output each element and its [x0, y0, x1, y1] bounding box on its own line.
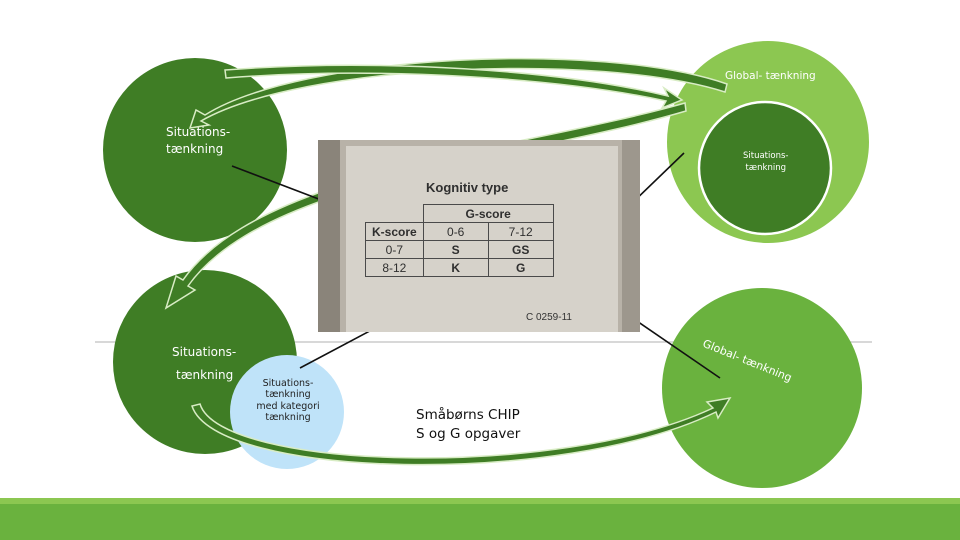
label-bottom-left-small: Situations- tænkning med kategori tænkni…: [250, 378, 326, 424]
photo-shadow-left: [318, 140, 340, 332]
table-cell: 8-12: [366, 259, 424, 277]
table-header-g-score: G-score: [423, 205, 553, 223]
table-photo: Kognitiv type G-score K-score 0-6 7-12 0…: [318, 140, 640, 332]
label-top-left: Situations- tænkning: [166, 124, 230, 159]
table-cell: K: [423, 259, 488, 277]
table-cell: GS: [488, 241, 553, 259]
label-bottom-left-line2: tænkning: [176, 367, 236, 384]
footer-band: [0, 498, 960, 540]
photo-code: C 0259-11: [526, 312, 572, 323]
small-line3: med kategori: [250, 401, 326, 412]
table-cell: S: [423, 241, 488, 259]
photo-shadow-right: [622, 140, 640, 332]
caption-line2: S og G opgaver: [416, 425, 520, 444]
cognitive-type-table: G-score K-score 0-6 7-12 0-7 S GS 8-12 K…: [365, 204, 554, 277]
label-top-right-inner-line1: Situations-: [743, 150, 788, 162]
small-line4: tænkning: [250, 412, 326, 423]
small-line1: Situations-: [250, 378, 326, 389]
footer-band-highlight: [0, 498, 960, 504]
label-top-left-line1: Situations-: [166, 124, 230, 141]
caption: Småbørns CHIP S og G opgaver: [416, 406, 520, 444]
caption-line1: Småbørns CHIP: [416, 406, 520, 425]
label-top-right: Global- tænkning: [725, 69, 816, 84]
label-bottom-left: Situations- tænkning: [172, 344, 236, 385]
table-corner: [366, 205, 424, 223]
circle-bottom-right: [662, 288, 862, 488]
table-cell: K-score: [366, 223, 424, 241]
label-top-right-inner-line2: tænkning: [743, 162, 788, 174]
table-cell: 0-7: [366, 241, 424, 259]
photo-title: Kognitiv type: [426, 180, 508, 195]
label-top-right-inner: Situations- tænkning: [743, 150, 788, 175]
small-line2: tænkning: [250, 389, 326, 400]
label-bottom-left-line1: Situations-: [172, 344, 236, 361]
table-cell: 0-6: [423, 223, 488, 241]
label-top-left-line2: tænkning: [166, 141, 230, 158]
table-cell: G: [488, 259, 553, 277]
table-cell: 7-12: [488, 223, 553, 241]
